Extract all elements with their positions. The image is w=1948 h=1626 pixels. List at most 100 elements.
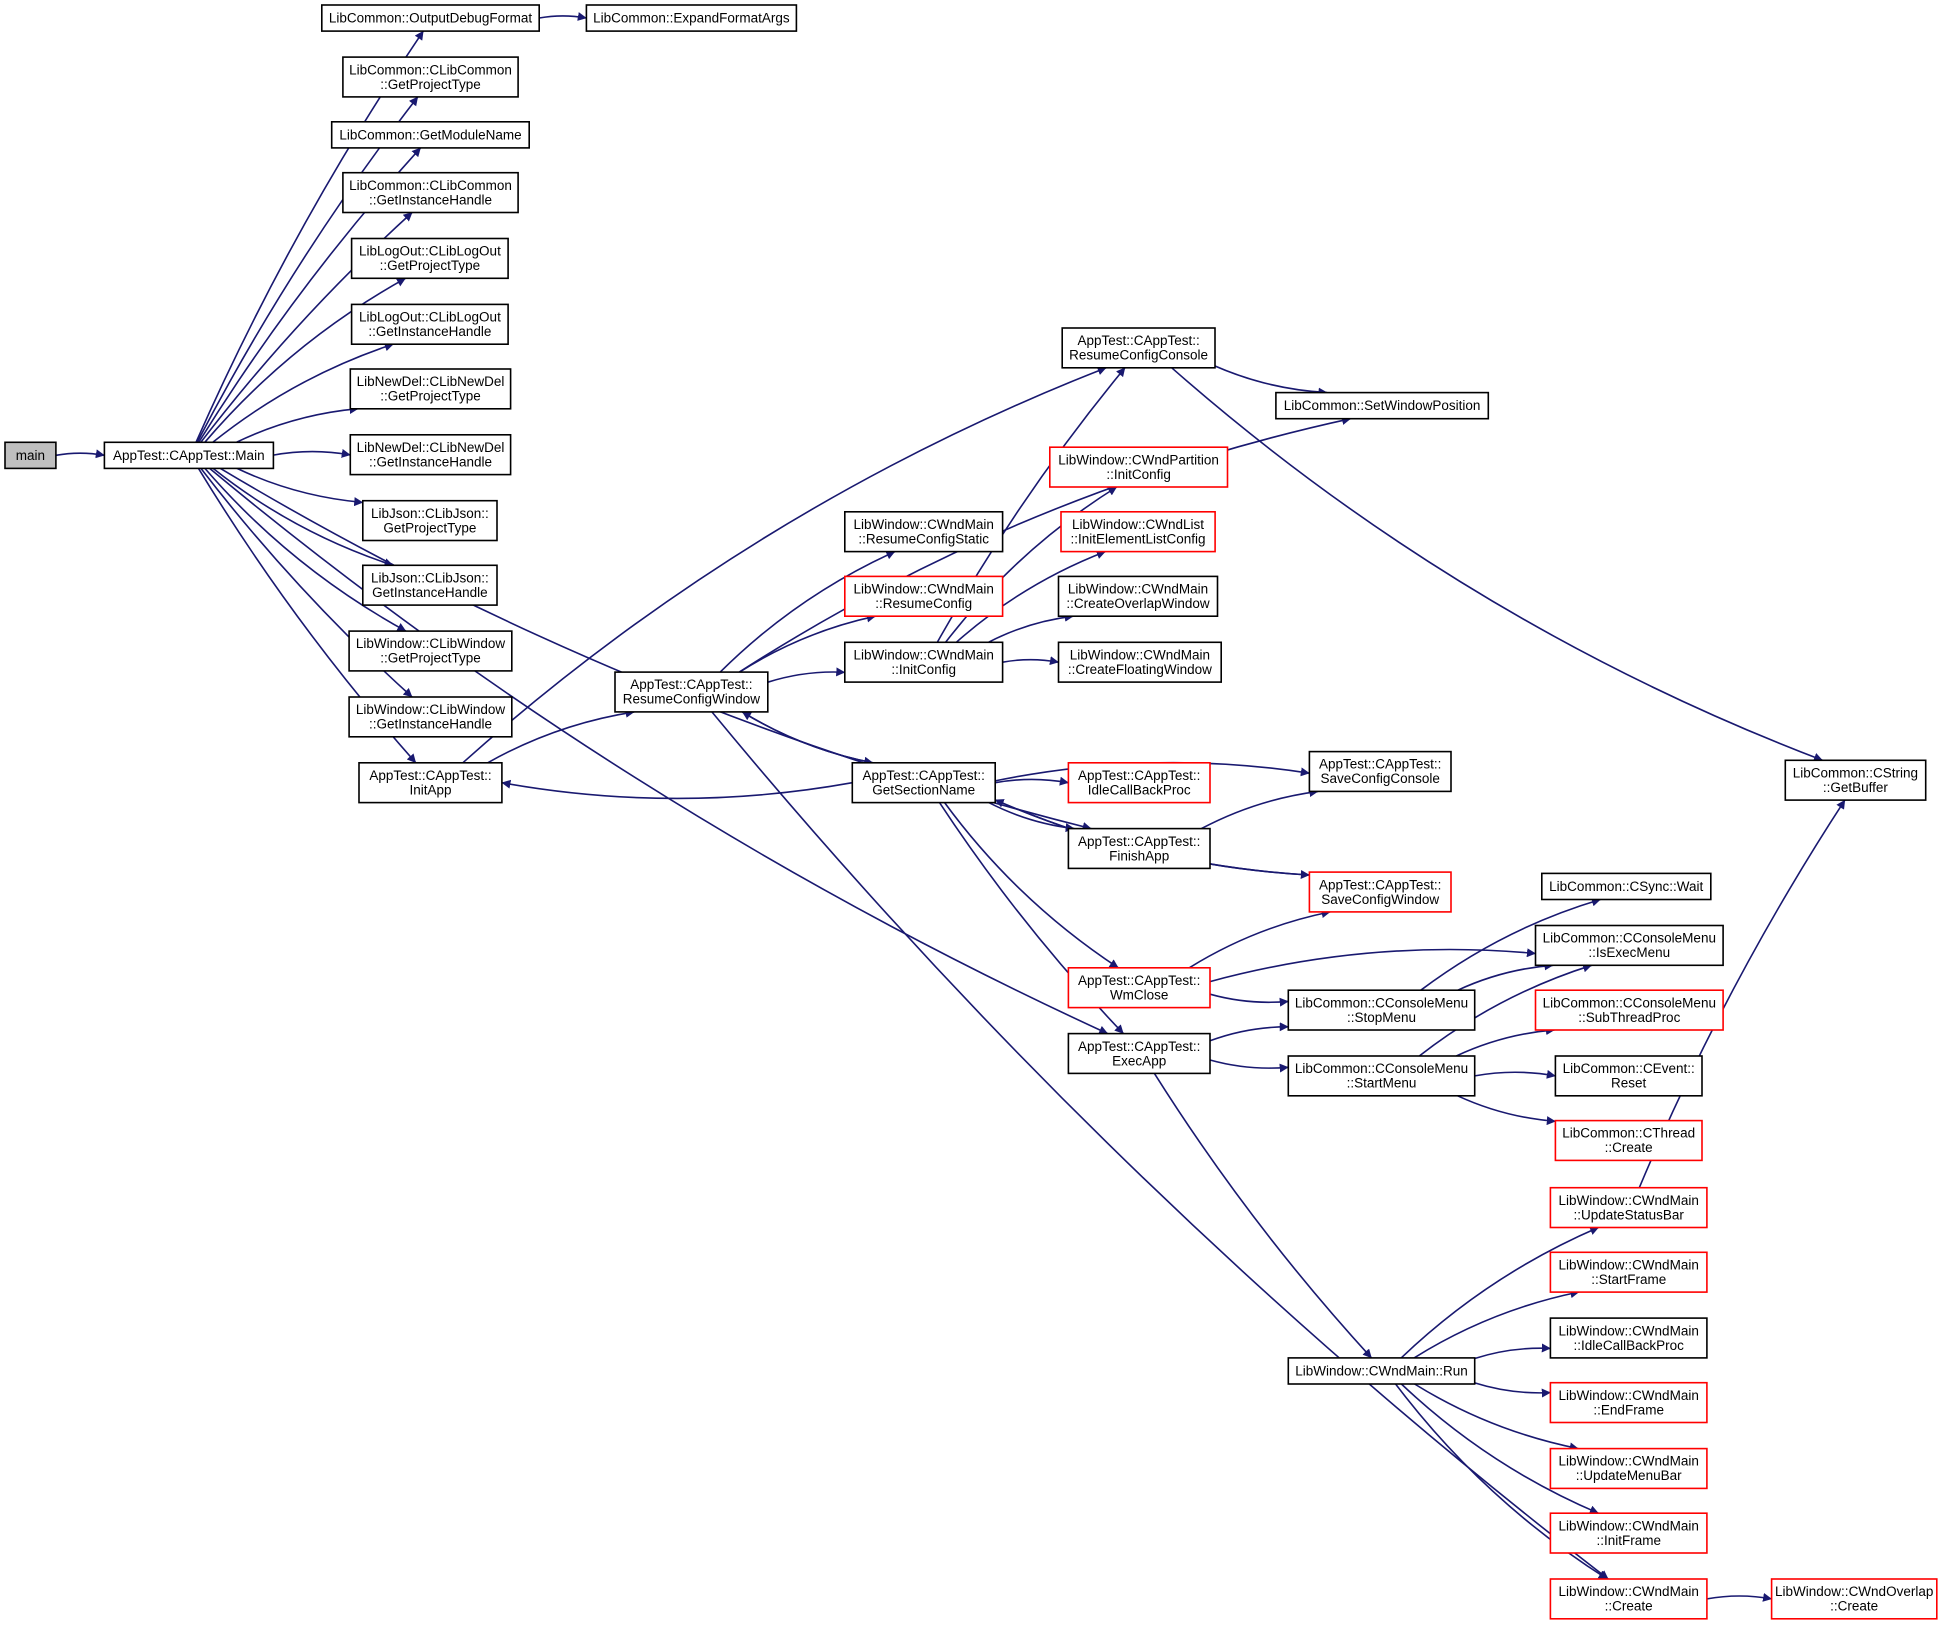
node-box [1308, 750, 1452, 793]
node-swp[interactable]: LibCommon::SetWindowPosition [1275, 391, 1490, 420]
edge-ic_wm-to-wl_ielc [955, 550, 1106, 643]
node-wp_ic[interactable]: LibWindow::CWndPartition::InitConfig [1049, 446, 1229, 488]
node-rcc[interactable]: AppTest::CAppTest::ResumeConfigConsole [1061, 327, 1216, 369]
node-label: ResumeConfigConsole [1069, 348, 1208, 363]
node-rcw[interactable]: AppTest::CAppTest::ResumeConfigWindow [614, 671, 769, 713]
node-nd_gpt[interactable]: LibNewDel::CLibNewDel::GetProjectType [349, 368, 512, 410]
node-rc_wm[interactable]: LibWindow::CWndMain::ResumeConfig [843, 575, 1004, 618]
node-label: LibWindow::CWndMain [854, 647, 994, 662]
node-label: AppTest::CAppTest:: [1078, 973, 1200, 988]
node-label: AppTest::CAppTest::Main [113, 448, 265, 463]
node-sf[interactable]: LibWindow::CWndMain::StartFrame [1549, 1251, 1708, 1293]
node-run[interactable]: LibWindow::CWndMain::Run [1287, 1357, 1476, 1385]
node-iem[interactable]: LibCommon::CConsoleMenu::IsExecMenu [1534, 924, 1724, 967]
edge-appmain-to-lo_gih [212, 342, 394, 443]
node-appmain[interactable]: AppTest::CAppTest::Main [103, 441, 275, 470]
node-fa[interactable]: AppTest::CAppTest::FinishApp [1067, 827, 1211, 870]
node-sync_wait[interactable]: LibCommon::CSync::Wait [1541, 872, 1712, 901]
node-umb[interactable]: LibWindow::CWndMain::UpdateMenuBar [1549, 1447, 1708, 1490]
node-scw[interactable]: AppTest::CAppTest::SaveConfigWindow [1308, 871, 1452, 913]
node-wmc[interactable]: AppTest::CAppTest::WmClose [1067, 966, 1211, 1009]
node-label: ::InitConfig [891, 662, 956, 677]
node-cow[interactable]: LibWindow::CWndMain::CreateOverlapWindow [1057, 575, 1219, 618]
node-wl_ielc[interactable]: LibWindow::CWndList::InitElementListConf… [1060, 510, 1216, 553]
node-ea[interactable]: AppTest::CAppTest::ExecApp [1067, 1032, 1211, 1075]
node-box [1534, 924, 1724, 967]
node-box [1784, 759, 1927, 801]
node-icbp_wm[interactable]: LibWindow::CWndMain::IdleCallBackProc [1549, 1317, 1708, 1359]
node-label: LibCommon::CConsoleMenu [1543, 931, 1716, 946]
node-stp[interactable]: LibCommon::CConsoleMenu::SubThreadProc [1534, 989, 1724, 1031]
node-label: ::ResumeConfigStatic [858, 532, 989, 547]
node-stopm[interactable]: LibCommon::CConsoleMenu::StopMenu [1287, 989, 1476, 1031]
node-nd_gih[interactable]: LibNewDel::CLibNewDel::GetInstanceHandle [349, 433, 512, 476]
node-create_wo[interactable]: LibWindow::CWndOverlap::Create [1770, 1578, 1938, 1620]
node-ic_wm[interactable]: LibWindow::CWndMain::InitConfig [843, 641, 1004, 683]
node-label: AppTest::CAppTest:: [1078, 1039, 1200, 1054]
node-label: ::StartMenu [1347, 1076, 1417, 1091]
node-if_wm[interactable]: LibWindow::CWndMain::InitFrame [1549, 1512, 1708, 1554]
node-lw_gih[interactable]: LibWindow::CLibWindow::GetInstanceHandle [348, 696, 513, 738]
edge-create_wm-to-create_wo [1706, 1592, 1773, 1602]
node-label: AppTest::CAppTest:: [863, 768, 985, 783]
node-initapp[interactable]: AppTest::CAppTest::InitApp [358, 761, 503, 804]
node-th_create[interactable]: LibCommon::CThread::Create [1554, 1119, 1703, 1162]
node-label: FinishApp [1109, 848, 1169, 863]
node-box [4, 441, 57, 470]
node-rcs_wm[interactable]: LibWindow::CWndMain::ResumeConfigStatic [843, 510, 1004, 553]
edge-run-to-ef [1474, 1382, 1551, 1398]
node-box [350, 303, 509, 345]
node-box [342, 171, 519, 214]
edge-rcw-to-ic_wm [767, 667, 846, 683]
node-label: AppTest::CAppTest:: [369, 768, 491, 783]
node-lo_gih[interactable]: LibLogOut::CLibLogOut::GetInstanceHandle [350, 303, 509, 345]
edge-appmain-to-lw_gpt [204, 467, 407, 632]
edge-wmc-to-stopm [1209, 993, 1289, 1007]
node-getbuf[interactable]: LibCommon::CString::GetBuffer [1784, 759, 1927, 801]
node-label: LibWindow::CWndPartition [1058, 452, 1219, 467]
node-gmn[interactable]: LibCommon::GetModuleName [330, 121, 531, 149]
node-label: LibWindow::CLibWindow [356, 702, 506, 717]
node-gsn[interactable]: AppTest::CAppTest::GetSectionName [851, 761, 996, 804]
node-box [851, 761, 996, 804]
edge-ea-to-run [1153, 1072, 1373, 1359]
edge-startm-to-th_create [1457, 1095, 1556, 1126]
node-label: LibWindow::CWndOverlap [1775, 1584, 1933, 1599]
node-startm[interactable]: LibCommon::CConsoleMenu::StartMenu [1287, 1055, 1476, 1097]
node-lo_gpt[interactable]: LibLogOut::CLibLogOut::GetProjectType [350, 237, 509, 280]
node-label: IdleCallBackProc [1088, 782, 1191, 797]
node-ev_reset[interactable]: LibCommon::CEvent::Reset [1554, 1055, 1703, 1097]
edge-run-to-usb [1400, 1226, 1600, 1359]
node-box [1549, 1251, 1708, 1293]
node-js_gpt[interactable]: LibJson::CLibJson::GetProjectType [361, 499, 498, 542]
node-create_wm[interactable]: LibWindow::CWndMain::Create [1549, 1578, 1708, 1620]
node-box [1067, 827, 1211, 870]
node-cfw[interactable]: LibWindow::CWndMain::CreateFloatingWindo… [1057, 641, 1222, 683]
node-main[interactable]: main [4, 441, 57, 470]
edge-odf-to-efa [539, 12, 587, 21]
node-box [1549, 1578, 1708, 1620]
node-lc_gpt[interactable]: LibCommon::CLibCommon::GetProjectType [342, 56, 519, 98]
node-box [1061, 327, 1216, 369]
node-lw_gpt[interactable]: LibWindow::CLibWindow::GetProjectType [348, 630, 513, 672]
edge-startm-to-ev_reset [1474, 1069, 1556, 1079]
node-label: ::InitConfig [1106, 467, 1171, 482]
node-label: GetProjectType [383, 520, 476, 535]
node-lc_gih[interactable]: LibCommon::CLibCommon::GetInstanceHandle [342, 171, 519, 214]
node-box [348, 630, 513, 672]
node-js_gih[interactable]: LibJson::CLibJson::GetInstanceHandle [361, 564, 498, 606]
node-usb[interactable]: LibWindow::CWndMain::UpdateStatusBar [1549, 1186, 1708, 1229]
node-ef[interactable]: LibWindow::CWndMain::EndFrame [1549, 1381, 1708, 1424]
node-box [349, 368, 512, 410]
node-label: GetSectionName [872, 782, 975, 797]
node-label: LibWindow::CWndMain [854, 582, 994, 597]
edge-appmain-to-lo_gpt [204, 277, 406, 443]
node-odf[interactable]: LibCommon::OutputDebugFormat [320, 4, 540, 32]
node-scc[interactable]: AppTest::CAppTest::SaveConfigConsole [1308, 750, 1452, 793]
node-efa[interactable]: LibCommon::ExpandFormatArgs [585, 4, 798, 32]
node-box [1554, 1055, 1703, 1097]
node-box [361, 499, 498, 542]
node-label: AppTest::CAppTest:: [1319, 757, 1441, 772]
node-icbp[interactable]: AppTest::CAppTest::IdleCallBackProc [1067, 761, 1211, 804]
